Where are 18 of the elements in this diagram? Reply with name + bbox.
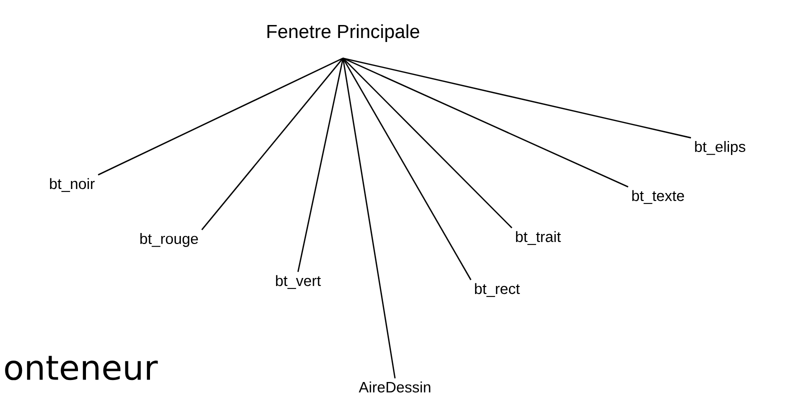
tree-line (342, 58, 472, 280)
root-label: Fenetre Principale (267, 24, 420, 42)
tree-line (342, 58, 512, 228)
tree-line (297, 58, 344, 272)
tree-line (201, 58, 344, 230)
child-label: bt_rouge (140, 233, 198, 247)
heading-text: onteneur (5, 356, 158, 380)
tree-line (342, 58, 628, 188)
child-label: bt_vert (276, 275, 321, 289)
child-label: AireDessin (358, 382, 430, 392)
child-label: bt_trait (516, 231, 561, 245)
tree-line (342, 58, 692, 138)
child-label: bt_elips (695, 141, 746, 155)
child-label: bt_rect (475, 283, 520, 297)
child-label: bt_noir (50, 178, 95, 192)
tree-line (342, 58, 396, 378)
tree-line (98, 58, 344, 176)
child-label: bt_texte (632, 190, 684, 204)
